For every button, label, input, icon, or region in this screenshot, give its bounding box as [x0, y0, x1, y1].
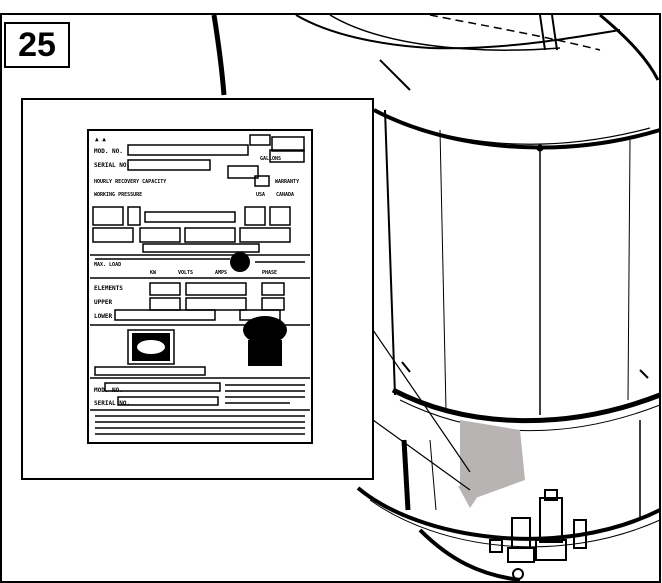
figure-frame	[0, 13, 661, 583]
plate-upper-label: UPPER	[94, 299, 112, 306]
step-number-badge: 25	[4, 22, 70, 68]
plate-model-label: MOD. NO.	[94, 148, 123, 155]
plate-serial-label: SERIAL NO.	[94, 162, 130, 169]
plate-phase-label: PHASE	[262, 270, 277, 276]
cert-mark-icon	[230, 252, 287, 366]
plate-usa-label: USA	[256, 192, 265, 198]
plate-working-label: WORKING PRESSURE	[94, 192, 142, 198]
plate-capacity-label: HOURLY RECOVERY CAPACITY	[94, 179, 166, 185]
plate-warranty-label: WARRANTY	[275, 179, 299, 185]
plate-lower-label: LOWER	[94, 313, 112, 320]
callout-arrow-icon	[458, 420, 525, 508]
plate-gallons-label: GALLONS	[260, 156, 281, 162]
plate-kw-label: KW	[150, 270, 157, 276]
rating-plate: ▲ ▲ MOD. NO. SERIAL NO. GALLONS HOURLY R…	[87, 129, 313, 444]
callout-leader	[372, 329, 471, 491]
plate-serial2-label: SERIAL NO.	[94, 400, 130, 407]
certification-logo-icon	[132, 333, 170, 361]
plate-canada-label: CANADA	[276, 192, 294, 198]
plate-volts-label: VOLTS	[178, 270, 193, 276]
plate-maxload-label: MAX. LOAD	[94, 262, 121, 268]
plate-amps-label: AMPS	[215, 270, 227, 276]
plate-elements-label: ELEMENTS	[94, 285, 123, 292]
svg-text:▲ ▲: ▲ ▲	[95, 136, 106, 143]
plate-model2-label: MOD. NO.	[94, 387, 123, 394]
